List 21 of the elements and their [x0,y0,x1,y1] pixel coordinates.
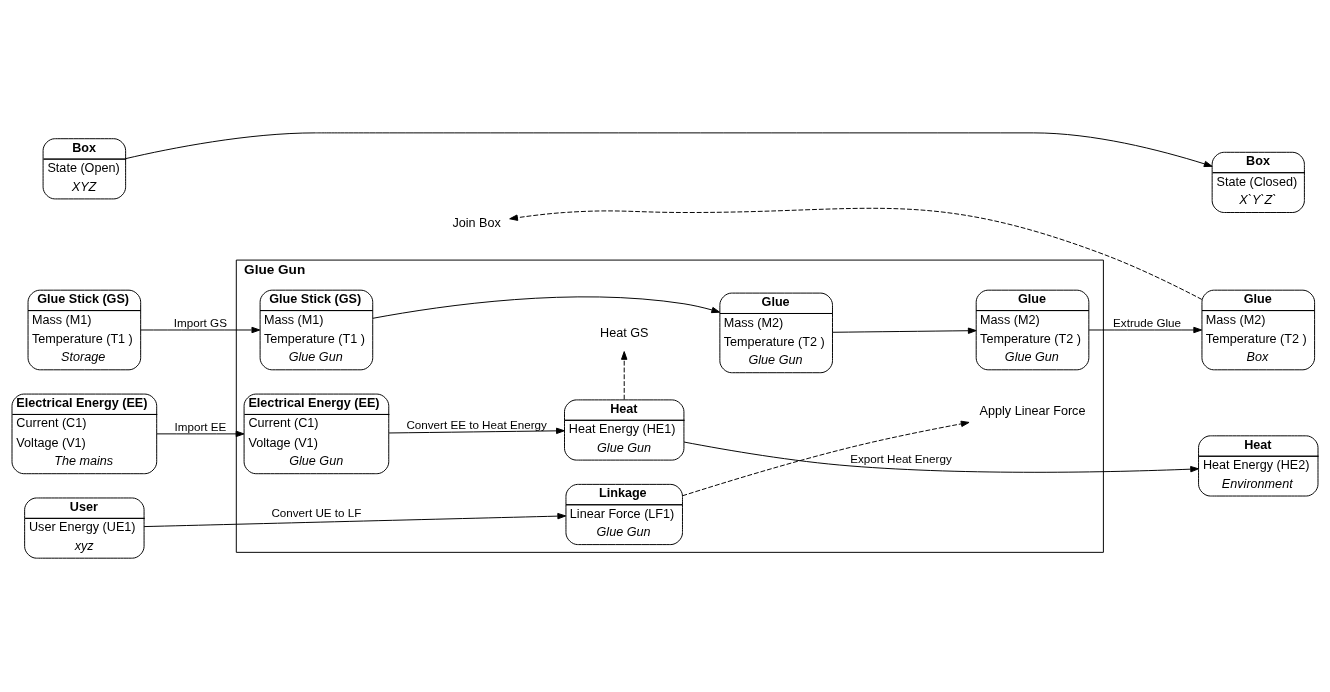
arrow [143,512,567,527]
edge-label: Import GS [173,315,227,329]
node-text: Join Box [452,215,501,230]
edge-label: Convert EE to Heat Energy [406,417,547,431]
edge-label: Export Heat Energy [850,451,952,465]
arrow [682,420,970,496]
arrow [140,326,261,333]
edge-label: Convert UE to LF [271,505,362,519]
arrow [621,350,628,400]
node-text: Apply Linear Force [979,403,1086,418]
arrow [372,296,721,319]
edge-label: Import EE [174,419,227,433]
arrow [509,207,1203,300]
arrow [156,430,245,437]
arrow [683,441,1199,473]
arrow [125,131,1213,167]
edge-label: Extrude Glue [1113,315,1182,329]
arrow [832,327,977,334]
node-text: Heat GS [600,325,649,340]
arrow [1088,326,1203,333]
arrow [388,427,565,434]
